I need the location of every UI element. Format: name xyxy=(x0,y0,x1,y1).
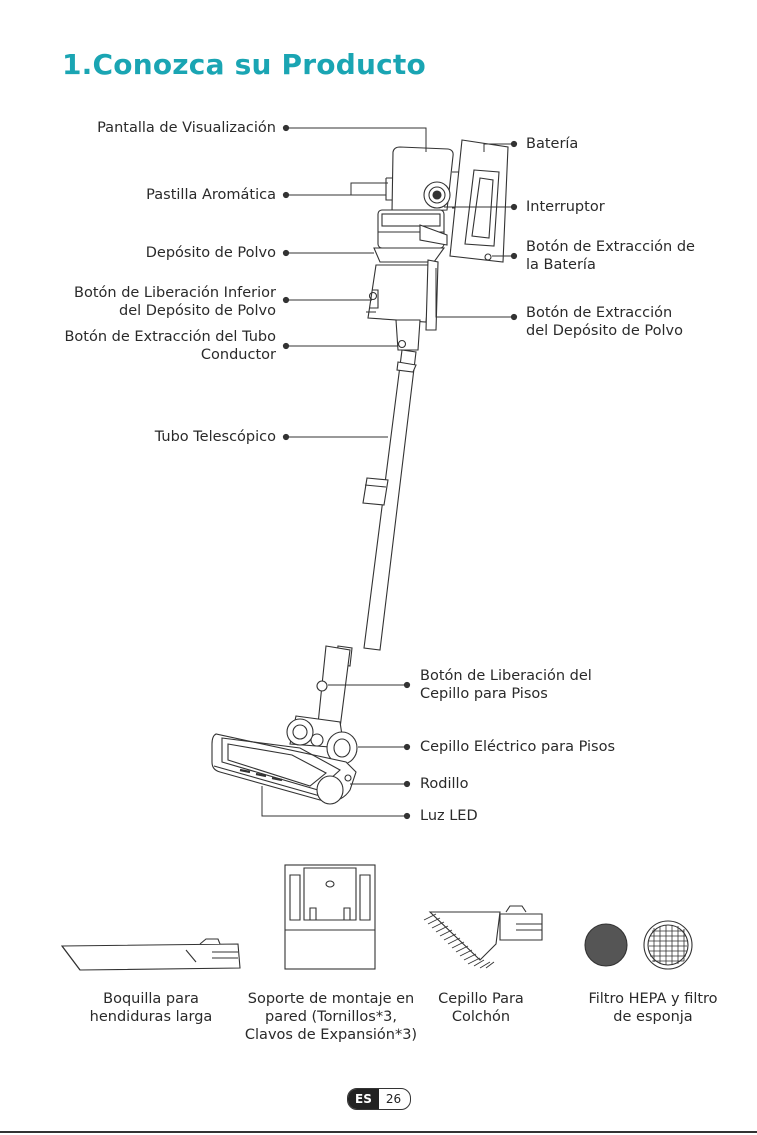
label-switch: Interruptor xyxy=(526,199,605,215)
caption-mount-line3: Clavos de Expansión*3) xyxy=(244,1027,418,1043)
leader-switch xyxy=(444,203,518,211)
caption-mount-line1: Soporte de montaje en xyxy=(247,991,415,1007)
telescopic-tube-drawing xyxy=(316,349,417,729)
leader-battery xyxy=(483,140,518,152)
label-battery-release: Botón de Extracción de la Batería xyxy=(526,238,695,274)
label-floor-brush: Cepillo Eléctrico para Pisos xyxy=(420,739,616,755)
page-number-badge: ES 26 xyxy=(347,1088,412,1110)
caption-mattress-brush: Cepillo Para Colchón xyxy=(428,990,534,1026)
bottom-rule xyxy=(0,1131,757,1133)
leader-battery-release xyxy=(492,252,518,260)
label-battery-release-line2: la Batería xyxy=(526,257,596,273)
leader-dust-bin xyxy=(282,249,374,257)
label-led: Luz LED xyxy=(420,808,478,824)
leader-bin-release xyxy=(282,296,372,304)
label-bin-release-line2: del Depósito de Polvo xyxy=(119,303,276,319)
caption-wall-mount: Soporte de montaje en pared (Tornillos*3… xyxy=(240,990,422,1044)
leader-tube-release xyxy=(282,342,398,350)
leader-aroma xyxy=(282,182,388,199)
label-bin-extract-line2: del Depósito de Polvo xyxy=(526,323,683,339)
label-floor-release-line2: Cepillo para Pisos xyxy=(420,686,548,702)
label-bin-extract-line1: Botón de Extracción xyxy=(526,305,673,321)
caption-crevice-line2: hendiduras larga xyxy=(89,1009,213,1025)
label-bin-extract: Botón de Extracción del Depósito de Polv… xyxy=(526,304,683,340)
label-display: Pantalla de Visualización xyxy=(97,120,276,136)
label-aroma: Pastilla Aromática xyxy=(146,187,276,203)
filter-drawing xyxy=(584,920,693,970)
caption-mattress-line2: Colchón xyxy=(451,1009,511,1025)
battery-drawing xyxy=(449,139,509,263)
label-bin-release-line1: Botón de Liberación Inferior xyxy=(74,285,276,301)
label-bin-release: Botón de Liberación Inferior del Depósit… xyxy=(74,284,276,320)
label-tube-release-line1: Botón de Extracción del Tubo xyxy=(64,329,276,345)
leader-bin-extract xyxy=(435,268,518,321)
wall-mount-drawing xyxy=(284,864,376,970)
caption-filter: Filtro HEPA y filtro de esponja xyxy=(570,990,736,1026)
leader-roller xyxy=(350,780,411,788)
page-title: 1.Conozca su Producto xyxy=(62,48,426,81)
label-tube-release-line2: Conductor xyxy=(200,347,276,363)
caption-crevice-nozzle: Boquilla para hendiduras larga xyxy=(78,990,224,1026)
leader-display xyxy=(282,124,427,152)
label-floor-release-line1: Botón de Liberación del xyxy=(420,668,592,684)
vacuum-body-drawing xyxy=(364,146,486,351)
label-tube-release: Botón de Extracción del Tubo Conductor xyxy=(64,328,276,364)
caption-crevice-line1: Boquilla para xyxy=(103,991,199,1007)
leader-led xyxy=(261,786,411,820)
page-number: 26 xyxy=(385,1092,402,1106)
leader-floor-release xyxy=(328,681,411,689)
label-telescopic: Tubo Telescópico xyxy=(154,429,276,445)
caption-mattress-line1: Cepillo Para xyxy=(438,991,524,1007)
caption-filter-line2: de esponja xyxy=(613,1009,693,1025)
label-floor-release: Botón de Liberación del Cepillo para Pis… xyxy=(420,667,592,703)
leader-floor-brush xyxy=(358,743,411,751)
mattress-brush-drawing xyxy=(423,905,543,969)
label-roller: Rodillo xyxy=(420,776,469,792)
language-code: ES xyxy=(348,1089,379,1109)
crevice-nozzle-drawing xyxy=(60,938,241,971)
caption-mount-line2: pared (Tornillos*3, xyxy=(265,1009,397,1025)
leader-telescopic xyxy=(282,433,388,441)
label-battery: Batería xyxy=(526,136,579,152)
caption-filter-line1: Filtro HEPA y filtro xyxy=(588,991,718,1007)
label-battery-release-line1: Botón de Extracción de xyxy=(526,239,695,255)
label-dust-bin: Depósito de Polvo xyxy=(145,245,276,261)
floor-brush-drawing xyxy=(211,715,358,805)
